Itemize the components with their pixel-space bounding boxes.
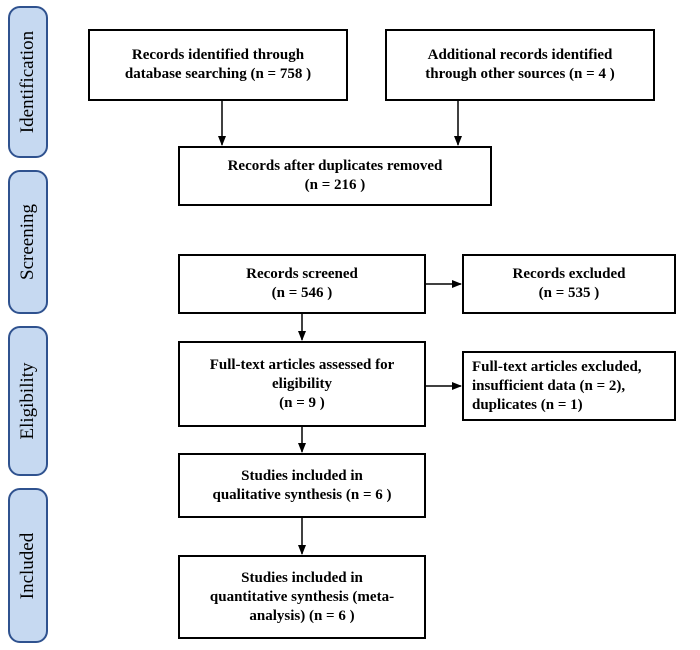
records-identified-database-box: Records identified through database sear…	[88, 29, 348, 101]
box-line: through other sources (n = 4 )	[425, 66, 615, 82]
box-line: Studies included in	[241, 467, 363, 484]
box-line: Records excluded	[512, 266, 626, 282]
box-line: Additional records identified	[427, 47, 613, 63]
box-line: analysis) (n = 6 )	[249, 607, 355, 624]
box-line: Records identified through	[131, 47, 305, 63]
records-excluded-box: Records excluded (n = 535 )	[462, 254, 676, 314]
box-line: Records after duplicates removed	[227, 158, 443, 174]
box-line: qualitative synthesis (n = 6 )	[212, 486, 392, 503]
box-line: Studies included in	[241, 569, 363, 586]
box-line: Records screened	[246, 266, 358, 282]
records-after-duplicates-box: Records after duplicates removed (n = 21…	[178, 146, 492, 206]
fulltext-assessed-box: Full-text articles assessed for eligibil…	[178, 341, 426, 427]
quantitative-synthesis-box: Studies included in quantitative synthes…	[178, 555, 426, 639]
box-line: eligibility	[272, 375, 332, 392]
box-line: quantitative synthesis (meta-	[209, 588, 395, 605]
qualitative-synthesis-box: Studies included in qualitative synthesi…	[178, 453, 426, 518]
stage-identification: Identification	[8, 6, 48, 158]
stage-included: Included	[8, 488, 48, 643]
box-line: (n = 9 )	[279, 394, 325, 411]
fulltext-excluded-box: Full-text articles excluded, insufficien…	[462, 351, 676, 421]
box-line: insufficient data (n = 2),	[472, 377, 626, 394]
box-line: (n = 546 )	[271, 285, 333, 301]
box-line: database searching (n = 758 )	[124, 66, 312, 82]
box-line: Full-text articles excluded,	[472, 358, 642, 375]
box-line: (n = 535 )	[538, 285, 600, 301]
box-line: (n = 216 )	[304, 177, 366, 193]
box-line: Full-text articles assessed for	[209, 356, 395, 373]
stage-eligibility: Eligibility	[8, 326, 48, 476]
records-screened-box: Records screened (n = 546 )	[178, 254, 426, 314]
box-line: duplicates (n = 1)	[472, 396, 583, 413]
stage-screening: Screening	[8, 170, 48, 314]
records-identified-other-box: Additional records identified through ot…	[385, 29, 655, 101]
